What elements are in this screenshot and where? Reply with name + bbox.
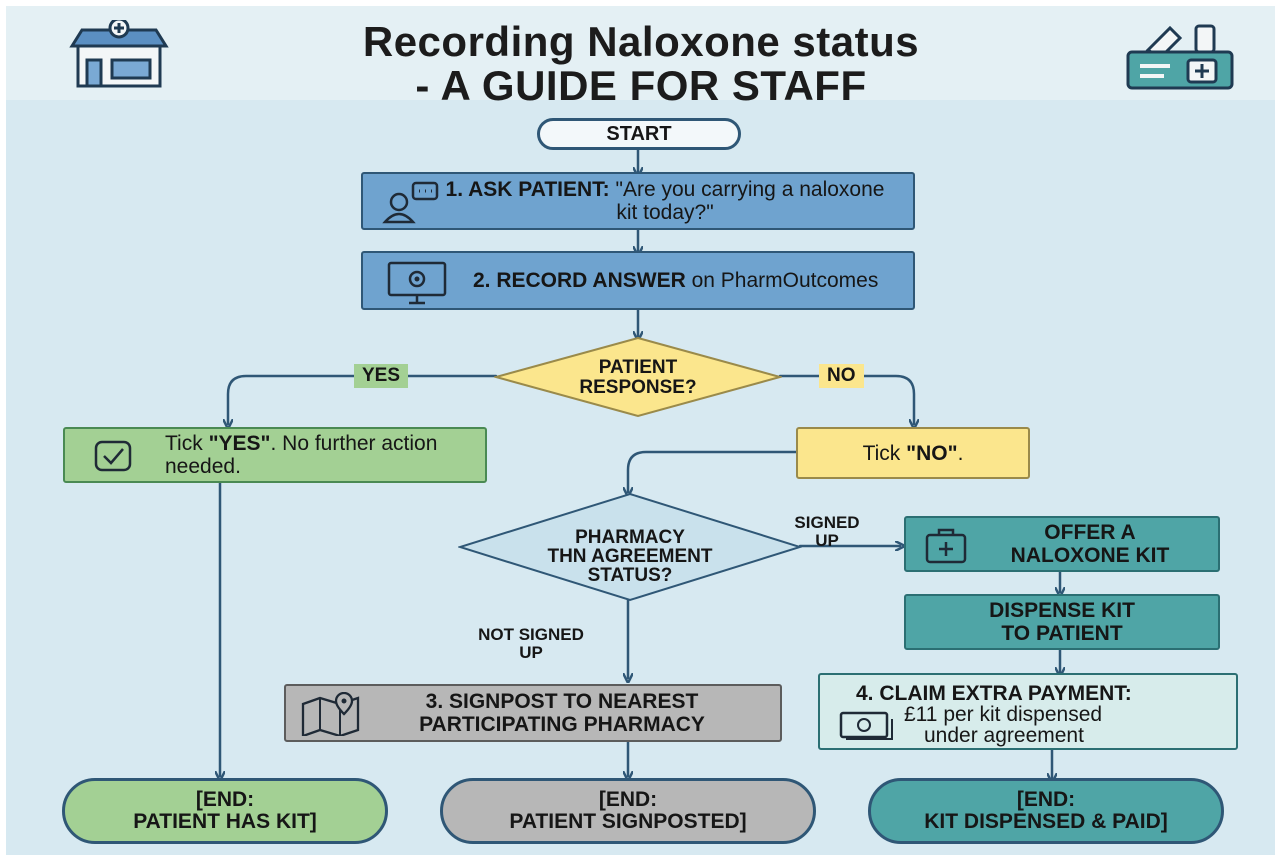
end-patient-has-kit: [END: PATIENT HAS KIT] — [62, 778, 388, 844]
arrow-no-branch — [778, 374, 914, 424]
title-line-1: Recording Naloxone status — [362, 18, 920, 65]
offer-kit-line-1: OFFER A — [1044, 521, 1136, 544]
decision-2-line-3: STATUS? — [587, 565, 673, 586]
not-signed-up-label: NOT SIGNED UP — [456, 626, 606, 662]
claim-title: 4. CLAIM EXTRA PAYMENT: — [856, 682, 1132, 705]
step-1-question: "Are you carrying a naloxone kit today?" — [609, 178, 885, 224]
first-aid-kit-icon — [925, 528, 967, 564]
claim-line-3: under agreement — [924, 724, 1084, 747]
step-2-system: on PharmOutcomes — [685, 269, 879, 292]
decision-2-line-1: PHARMACY — [575, 527, 685, 548]
no-tick-box: Tick "NO". — [796, 427, 1030, 479]
end-patient-signposted: [END: PATIENT SIGNPOSTED] — [440, 778, 816, 844]
yes-tick-post: . No further action needed. — [165, 432, 438, 478]
signpost-line-2: PARTICIPATING PHARMACY — [419, 713, 705, 736]
pharmacy-storefront-icon — [69, 20, 169, 88]
arrow-no-to-decision2 — [628, 450, 798, 492]
yes-branch-label: YES — [354, 364, 409, 388]
yes-tick-bold: "YES" — [208, 432, 271, 455]
signpost-text: 3. SIGNPOST TO NEAREST PARTICIPATING PHA… — [372, 690, 752, 736]
no-tick-post: . — [957, 441, 964, 465]
offer-kit-text: OFFER A NALOXONE KIT — [1011, 521, 1170, 567]
infographic-canvas: Recording Naloxone status - A GUIDE FOR … — [6, 6, 1275, 855]
header-band — [6, 6, 1275, 100]
medicine-kit-icon — [1126, 24, 1234, 90]
signpost-line-1: 3. SIGNPOST TO NEAREST — [425, 690, 699, 713]
decision-patient-response — [494, 336, 782, 418]
start-terminator: START — [537, 118, 741, 150]
claim-text: 4. CLAIM EXTRA PAYMENT: £11 per kit disp… — [856, 683, 1132, 747]
signed-up-label: SIGNED UP — [784, 514, 870, 550]
step-2-record-answer: 2. RECORD ANSWER on PharmOutcomes — [361, 251, 915, 310]
decision-1-line-2: RESPONSE? — [579, 377, 697, 398]
dispense-kit-box: DISPENSE KIT TO PATIENT — [904, 594, 1220, 650]
end-signposted-line-1: [END: — [598, 788, 658, 811]
signed-up-line-1: SIGNED — [794, 513, 860, 532]
decision-thn-agreement — [458, 492, 802, 602]
decision-1-label: PATIENT RESPONSE? — [554, 358, 722, 398]
step-1-text: 1. ASK PATIENT: "Are you carrying a nalo… — [445, 178, 885, 224]
step-1-prefix: 1. ASK PATIENT: — [445, 178, 610, 201]
dispense-kit-text: DISPENSE KIT TO PATIENT — [989, 599, 1135, 645]
computer-settings-icon — [387, 261, 447, 305]
end-paid-line-1: [END: — [1016, 788, 1076, 811]
signed-up-line-2: UP — [815, 531, 839, 550]
checkbox-tick-icon — [94, 440, 132, 472]
step-2-text: 2. RECORD ANSWER on PharmOutcomes — [473, 269, 893, 292]
no-tick-bold: "NO" — [906, 441, 958, 465]
signpost-box: 3. SIGNPOST TO NEAREST PARTICIPATING PHA… — [284, 684, 782, 742]
title-line-2: - A GUIDE FOR STAFF — [415, 62, 867, 109]
end-signposted-line-2: PATIENT SIGNPOSTED] — [509, 810, 747, 833]
patient-speech-icon — [382, 181, 439, 224]
offer-naloxone-kit-box: OFFER A NALOXONE KIT — [904, 516, 1220, 572]
claim-line-2: £11 per kit dispensed — [904, 703, 1103, 726]
yes-tick-text: Tick "YES". No further action needed. — [165, 432, 475, 478]
end-has-kit-line-2: PATIENT HAS KIT] — [133, 810, 317, 833]
end-kit-dispensed-paid: [END: KIT DISPENSED & PAID] — [868, 778, 1224, 844]
not-signed-up-line-1: NOT SIGNED — [478, 625, 584, 644]
yes-tick-box: Tick "YES". No further action needed. — [63, 427, 487, 483]
end-has-kit-line-1: [END: — [195, 788, 255, 811]
decision-2-label: PHARMACY THN AGREEMENT STATUS? — [518, 528, 742, 585]
no-branch-label: NO — [819, 364, 864, 388]
map-pin-icon — [301, 692, 360, 736]
dispense-kit-line-2: TO PATIENT — [1001, 622, 1123, 645]
no-tick-pre: Tick — [862, 441, 907, 465]
decision-1-line-1: PATIENT — [598, 357, 678, 378]
claim-payment-box: 4. CLAIM EXTRA PAYMENT: £11 per kit disp… — [818, 673, 1238, 750]
connector-lines — [6, 147, 1275, 855]
end-paid-line-2: KIT DISPENSED & PAID] — [924, 810, 1168, 833]
dispense-kit-line-1: DISPENSE KIT — [989, 599, 1135, 622]
offer-kit-line-2: NALOXONE KIT — [1010, 544, 1170, 567]
not-signed-up-line-2: UP — [519, 643, 543, 662]
no-tick-text: Tick "NO". — [863, 442, 964, 465]
arrow-yes-branch — [228, 374, 498, 424]
banknote-icon — [839, 711, 893, 740]
step-2-prefix: 2. RECORD ANSWER — [473, 269, 686, 292]
yes-tick-pre: Tick — [165, 432, 209, 455]
decision-2-line-2: THN AGREEMENT — [547, 546, 713, 567]
step-1-ask-patient: 1. ASK PATIENT: "Are you carrying a nalo… — [361, 172, 915, 230]
page-title: Recording Naloxone status - A GUIDE FOR … — [196, 20, 1086, 108]
